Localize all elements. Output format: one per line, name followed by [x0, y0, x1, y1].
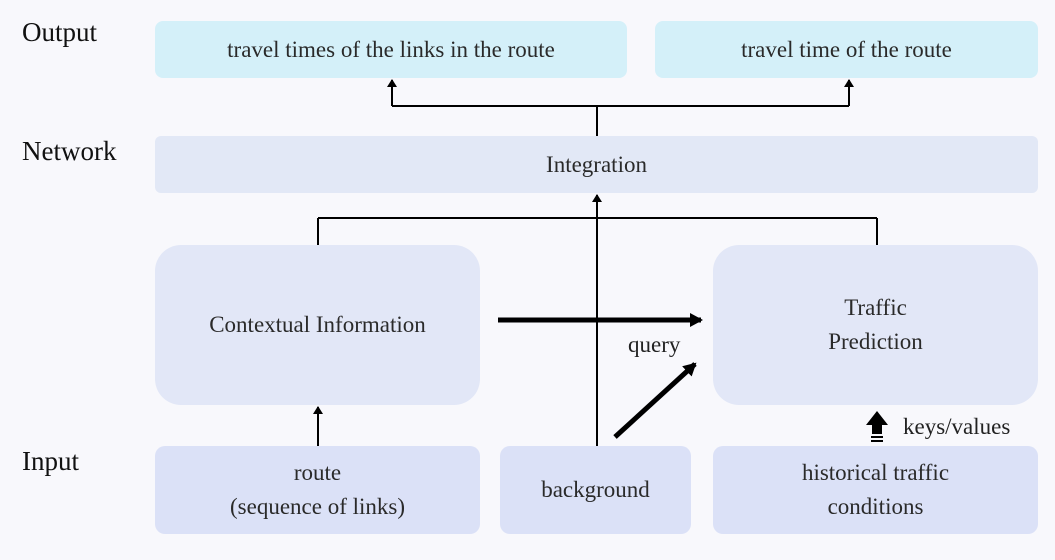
row-label-input: Input [22, 446, 79, 476]
row-label-output: Output [22, 17, 98, 47]
integration-box: Integration [155, 136, 1038, 193]
traffic-prediction-label-line1: Traffic [844, 295, 907, 320]
output-links-travel-times-box: travel times of the links in the route [155, 21, 627, 78]
input-route-label-line1: route [293, 460, 342, 485]
input-route-box: route (sequence of links) [155, 446, 480, 534]
background-to-traffic-arrow [613, 362, 697, 439]
input-historical-traffic-label-line1: historical traffic [801, 460, 950, 485]
input-historical-traffic-label-line2: conditions [827, 494, 924, 519]
input-route-label-line2: (sequence of links) [230, 494, 405, 519]
integration-to-outputs-connector [387, 79, 854, 136]
row-label-network: Network [22, 136, 117, 166]
input-historical-traffic-box: historical traffic conditions [713, 446, 1038, 534]
output-route-travel-time-box: travel time of the route [655, 21, 1038, 78]
input-background-label: background [541, 477, 650, 502]
keys-values-label: keys/values [903, 414, 1011, 439]
output-links-travel-times-label: travel times of the links in the route [227, 36, 555, 62]
query-label: query [628, 332, 681, 357]
contextual-information-label: Contextual Information [209, 312, 426, 337]
output-route-travel-time-label: travel time of the route [741, 36, 952, 62]
integration-label: Integration [546, 151, 647, 177]
traffic-prediction-box: Traffic Prediction [713, 245, 1038, 405]
input-background-box: background [500, 446, 691, 534]
contextual-information-box: Contextual Information [155, 245, 480, 405]
traffic-prediction-label-line2: Prediction [828, 329, 923, 354]
keys-values-arrow [866, 411, 888, 442]
